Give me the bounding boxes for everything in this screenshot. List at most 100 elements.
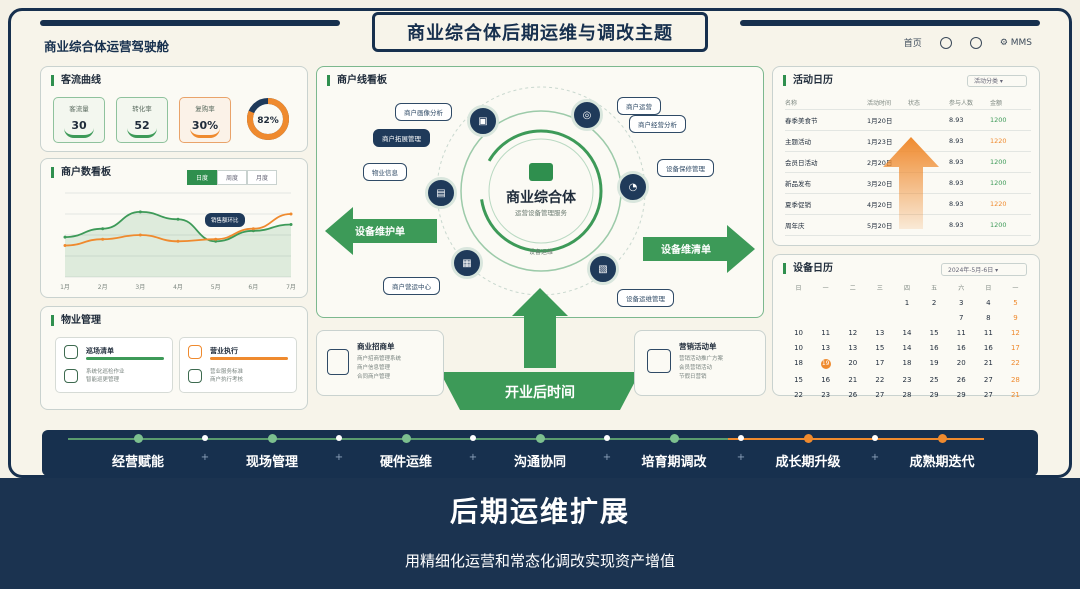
calendar-day[interactable] (812, 299, 839, 307)
calendar-day[interactable]: 13 (821, 344, 831, 352)
nav-home[interactable]: 首页 (903, 39, 922, 49)
calendar-day[interactable]: 13 (875, 329, 885, 337)
calendar-day[interactable]: 13 (848, 344, 858, 352)
kpi-traffic[interactable]: 客流量 30 (53, 97, 105, 143)
calendar-day[interactable]: 11 (956, 329, 966, 337)
calendar-day[interactable]: 27 (875, 391, 885, 399)
calendar-day[interactable]: 11 (821, 329, 831, 337)
bell-icon[interactable] (969, 36, 982, 49)
mgmt-item-business[interactable]: 营业执行 营业服务标准 商户执行考核 (179, 337, 297, 393)
tag-tenant-profile[interactable]: 商户画像分析 (395, 103, 452, 121)
segment-day[interactable]: 日度 (187, 170, 218, 185)
calendar-day[interactable]: 21 (983, 359, 993, 367)
report-node-icon[interactable]: ▧ (587, 253, 619, 285)
service-node-icon[interactable]: ◎ (571, 99, 603, 131)
stage-label[interactable]: 沟通协同 (513, 455, 567, 470)
calendar-day[interactable]: 8 (986, 314, 991, 322)
calendar-day[interactable] (866, 299, 893, 307)
selected-day[interactable]: 19 (820, 359, 831, 369)
calendar-day[interactable]: 28 (902, 391, 912, 399)
calendar-day[interactable]: 12 (1010, 329, 1020, 337)
calendar-day[interactable]: 1 (904, 299, 910, 307)
calendar-day[interactable]: 16 (983, 344, 993, 352)
calendar-day[interactable]: 2 (931, 299, 937, 307)
calendar-day[interactable]: 11 (983, 329, 993, 337)
calendar-day[interactable]: 28 (1010, 376, 1020, 384)
stage-label[interactable]: 成熟期迭代 (909, 455, 975, 470)
tag-tenant-expand[interactable]: 商户拓展管理 (373, 129, 430, 147)
kpi-repurchase[interactable]: 复购率 30% (179, 97, 231, 143)
calendar-day[interactable]: 29 (956, 391, 966, 399)
calendar-day[interactable]: 7 (958, 314, 964, 322)
device-node-icon[interactable]: ▦ (451, 247, 483, 279)
segment-week[interactable]: 周度 (217, 170, 248, 185)
analysis-node-icon[interactable]: ▤ (425, 177, 457, 209)
calendar-day[interactable]: 15 (794, 376, 804, 384)
calendar-day[interactable]: 18 (902, 359, 912, 367)
stage-label[interactable]: 成长期升级 (775, 455, 841, 470)
calendar-day[interactable]: 10 (794, 329, 804, 337)
calendar-day[interactable]: 15 (929, 329, 939, 337)
portrait-node-icon[interactable]: ▣ (467, 105, 499, 137)
calendar-day[interactable]: 27 (983, 391, 993, 399)
nav-settings[interactable]: ⚙ MMS (999, 37, 1032, 48)
calendar-day[interactable]: 23 (821, 391, 831, 399)
tag-ops-center[interactable]: 商户营运中心 (383, 277, 440, 295)
calendar-day[interactable]: 22 (1010, 359, 1020, 367)
calendar-day[interactable]: 17 (1010, 344, 1020, 352)
kpi-conversion[interactable]: 转化率 52 (116, 97, 168, 143)
calendar-day[interactable]: 27 (983, 376, 993, 384)
calendar-day[interactable]: 16 (821, 376, 831, 384)
tag-tenant-analysis[interactable]: 商户经营分析 (629, 115, 686, 133)
calendar-day[interactable]: 26 (848, 391, 858, 399)
calendar-day[interactable]: 23 (902, 376, 912, 384)
calendar-day[interactable]: 22 (875, 376, 885, 384)
calendar-day[interactable]: 16 (929, 344, 939, 352)
calendar-day[interactable] (812, 314, 839, 322)
calendar-day[interactable] (839, 314, 866, 322)
mgmt-item-patrol[interactable]: 巡场清单 系统化巡检作业 智能巡更管理 (55, 337, 173, 393)
calendar-day[interactable]: 21 (848, 376, 858, 384)
calendar-day[interactable]: 15 (875, 344, 885, 352)
calendar-day[interactable]: 14 (902, 344, 912, 352)
stage-label[interactable]: 培育期调改 (641, 455, 707, 470)
calendar-day[interactable]: 20 (848, 359, 858, 367)
user-icon[interactable] (939, 36, 952, 49)
calendar-day[interactable]: 9 (1013, 314, 1018, 322)
calendar-day[interactable] (866, 314, 893, 322)
calendar-day[interactable] (893, 314, 920, 322)
calendar-day[interactable] (921, 314, 948, 322)
calendar-day[interactable]: 25 (929, 376, 939, 384)
calendar-day[interactable]: 22 (794, 391, 804, 399)
calendar-day[interactable]: 26 (956, 376, 966, 384)
calendar-day[interactable]: 20 (956, 359, 966, 367)
calendar-day[interactable]: 19 (812, 359, 839, 369)
calendar-day[interactable]: 14 (902, 329, 912, 337)
info-card-right[interactable]: 营销活动单 营销活动推广方案 会员营销活动 节假日营销 (634, 330, 766, 396)
calendar-day[interactable]: 5 (1013, 299, 1018, 307)
stage-label[interactable]: 经营赋能 (111, 455, 165, 470)
calendar-day[interactable]: 29 (929, 391, 939, 399)
stage-label[interactable]: 现场管理 (245, 455, 299, 470)
calendar-day[interactable]: 16 (956, 344, 966, 352)
calendar-day[interactable]: 10 (794, 344, 804, 352)
tag-property-info[interactable]: 物业信息 (363, 163, 407, 181)
segment-month[interactable]: 月度 (247, 170, 278, 185)
calendar-day[interactable] (785, 299, 812, 307)
hardhat-node-icon[interactable]: ◔ (617, 171, 649, 203)
calendar-day[interactable]: 19 (929, 359, 939, 367)
tag-device-repair[interactable]: 设备保修管理 (657, 159, 714, 177)
info-card-left[interactable]: 商业招商单 商户招商管理系统 商户信息管理 合同商户管理 (316, 330, 444, 396)
calendar-day[interactable]: 17 (875, 359, 885, 367)
calendar-day[interactable] (839, 299, 866, 307)
activity-filter-dropdown[interactable]: 活动分类 ▾ (967, 75, 1027, 87)
calendar-day[interactable] (785, 314, 812, 322)
calendar-day[interactable]: 4 (986, 299, 991, 307)
stage-label[interactable]: 硬件运维 (379, 455, 433, 470)
calendar-day[interactable]: 21 (1010, 391, 1020, 399)
date-dropdown[interactable]: 2024年-5月-6日 ▾ (941, 263, 1027, 276)
calendar-day[interactable]: 12 (848, 329, 858, 337)
calendar-day[interactable]: 3 (958, 299, 964, 307)
